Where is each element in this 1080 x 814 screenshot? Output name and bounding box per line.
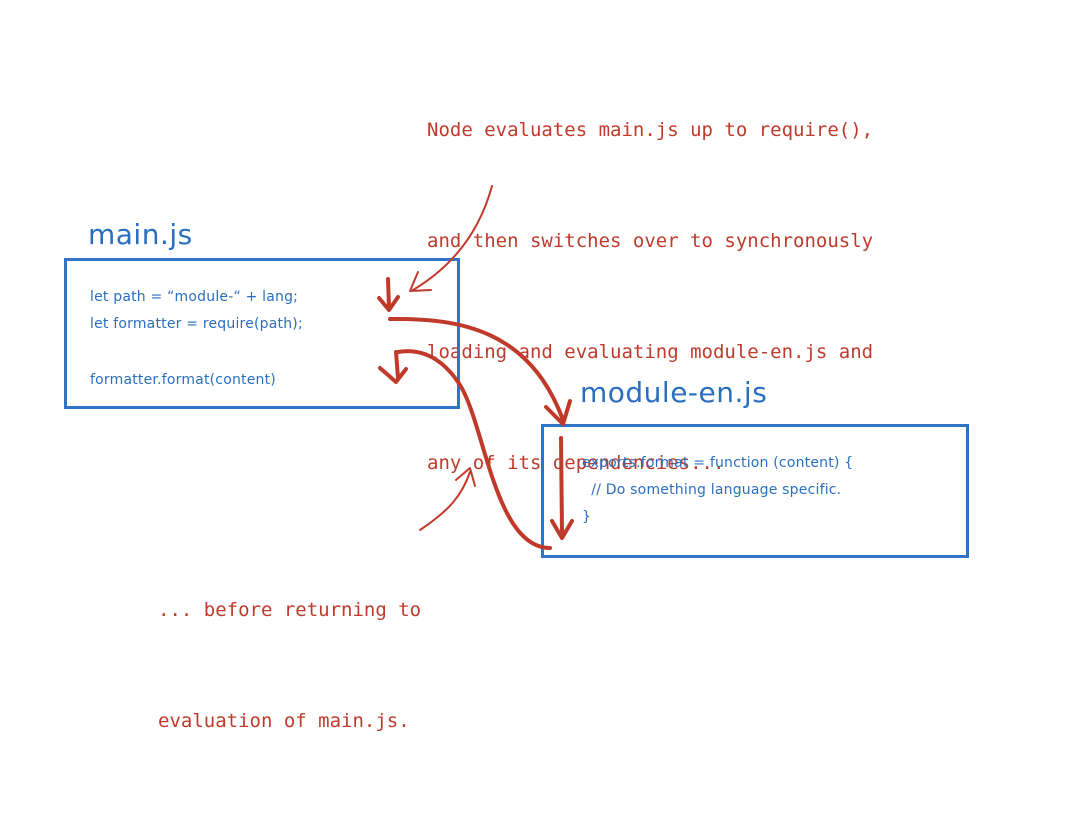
main-js-line-1: let path = “module-“ + lang; [90,289,299,305]
bottom-annotation: ... before returning to evaluation of ma… [158,518,421,814]
module-en-js-line-3: } [582,509,592,525]
top-annotation-line-3: loading and evaluating module-en.js and [427,341,874,363]
module-en-js-title: module-en.js [580,376,768,409]
bottom-annotation-line-1: ... before returning to [158,599,422,621]
module-en-js-box: exports.format = function (content) { //… [541,424,969,558]
main-js-title: main.js [88,218,193,251]
diagram-canvas: Node evaluates main.js up to require(), … [64,119,969,732]
main-js-line-3: formatter.format(content) [90,372,276,388]
module-en-js-line-1: exports.format = function (content) { [582,455,854,471]
bottom-annotation-line-2: evaluation of main.js. [158,710,410,732]
main-js-line-2: let formatter = require(path); [90,316,303,332]
top-annotation-line-2: and then switches over to synchronously [427,230,874,252]
main-js-box: let path = “module-“ + lang; let formatt… [64,258,460,409]
module-en-js-line-2: // Do something language specific. [582,482,842,498]
top-annotation-line-1: Node evaluates main.js up to require(), [427,119,874,141]
